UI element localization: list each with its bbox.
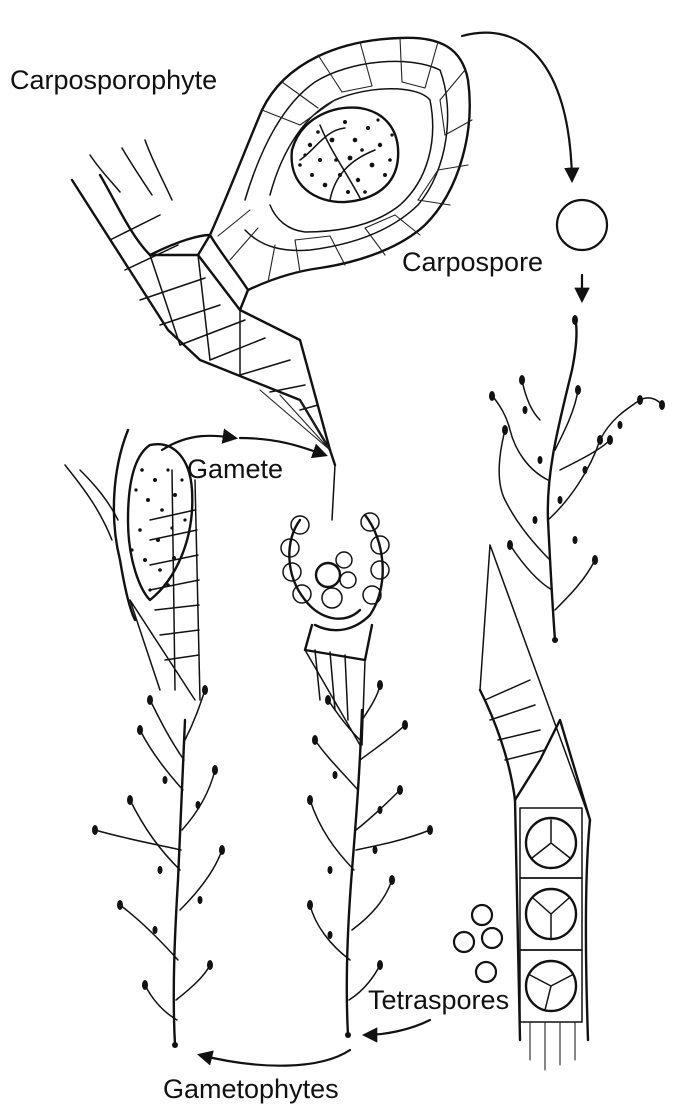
label-carpospore: Carpospore	[402, 247, 543, 277]
label-gametophytes: Gametophytes	[163, 1074, 339, 1104]
gametophyte-plant-left	[92, 685, 225, 1048]
label-gamete: Gamete	[187, 454, 283, 484]
thallus-axis-magnified	[72, 140, 335, 465]
tetraspore	[454, 932, 474, 952]
label-carposporophyte: Carposporophyte	[10, 65, 217, 95]
tetraspore	[476, 962, 496, 982]
carpospore-cell	[557, 200, 607, 250]
tetraspore	[472, 905, 492, 925]
tetraspore	[482, 928, 502, 948]
tetrasporophyte-plant	[489, 315, 665, 643]
cycle-arrows	[200, 1020, 430, 1066]
label-tetraspores: Tetraspores	[368, 985, 509, 1015]
